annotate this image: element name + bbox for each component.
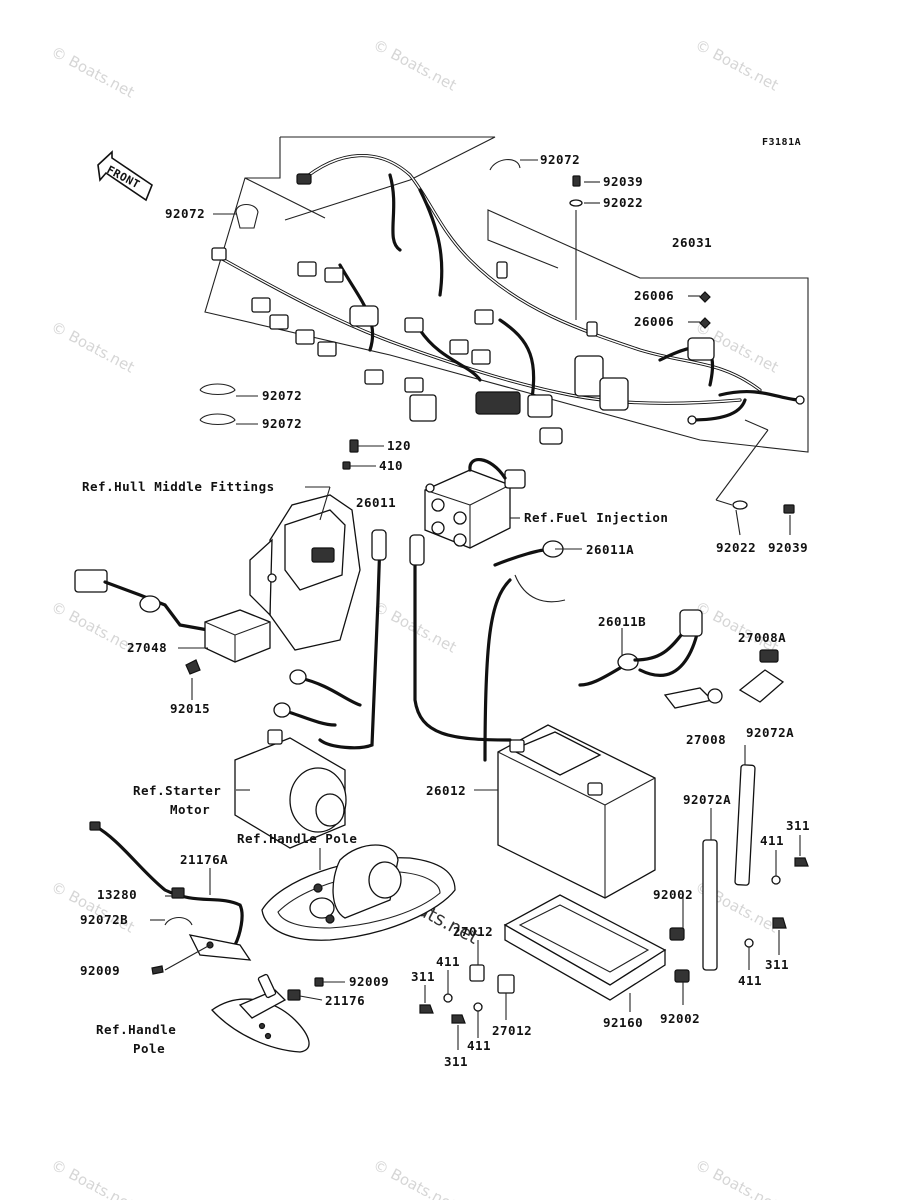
label-92072-mid2: 92072 <box>262 416 302 431</box>
label-13280: 13280 <box>97 887 137 902</box>
battery-straps <box>669 745 809 1005</box>
watermark-8: © Boats.net <box>692 598 781 657</box>
label-411-a: 411 <box>436 954 460 969</box>
watermark-13: © Boats.net <box>692 1156 781 1200</box>
label-26012: 26012 <box>426 783 466 798</box>
label-92022-right: 92022 <box>716 540 756 555</box>
label-92022-top: 92022 <box>603 195 643 210</box>
leader-lines-top <box>213 159 791 536</box>
label-ref-handle-pole-top: Ref.Handle Pole <box>237 831 357 846</box>
label-21176: 21176 <box>325 993 365 1008</box>
watermark-12: © Boats.net <box>370 1156 459 1200</box>
handle-pole-lower <box>211 973 345 1053</box>
label-92015: 92015 <box>170 701 210 716</box>
label-92160: 92160 <box>603 1015 643 1030</box>
hull-middle-fittings <box>249 439 384 651</box>
watermark-6: © Boats.net <box>48 598 137 657</box>
label-27008: 27008 <box>686 732 726 747</box>
label-311-rb: 311 <box>765 957 789 972</box>
label-27048: 27048 <box>127 640 167 655</box>
starter-motor <box>234 669 362 849</box>
label-21176A: 21176A <box>180 852 228 867</box>
label-92072A-mid: 92072A <box>683 792 731 807</box>
label-92002-b: 92002 <box>660 1011 700 1026</box>
label-92002-a: 92002 <box>653 887 693 902</box>
label-311-right: 311 <box>786 818 810 833</box>
label-120: 120 <box>387 438 411 453</box>
label-92039-right: 92039 <box>768 540 808 555</box>
watermark-3: © Boats.net <box>692 36 781 95</box>
watermark-2: © Boats.net <box>370 36 459 95</box>
handle-pole-upper <box>261 844 456 941</box>
label-ref-handle-pole-bot-2: Pole <box>133 1041 165 1056</box>
watermark-4: © Boats.net <box>48 318 137 377</box>
battery-tray-92160 <box>503 894 667 1012</box>
label-ref-starter-2: Motor <box>170 802 210 817</box>
watermark-1: © Boats.net <box>48 43 137 102</box>
fuel-injection-unit <box>424 458 526 549</box>
label-92072A-top: 92072A <box>746 725 794 740</box>
control-box-27048 <box>74 569 271 700</box>
label-311-a: 311 <box>411 969 435 984</box>
harness-21176A <box>89 821 252 975</box>
battery-26012 <box>474 724 656 899</box>
label-26031: 26031 <box>672 235 712 250</box>
label-27012-b: 27012 <box>492 1023 532 1038</box>
label-ref-starter-1: Ref.Starter <box>133 783 221 798</box>
label-411-rb: 411 <box>738 973 762 988</box>
label-92009-right: 92009 <box>349 974 389 989</box>
label-410: 410 <box>379 458 403 473</box>
label-92072-mid1: 92072 <box>262 388 302 403</box>
label-411-b: 411 <box>467 1038 491 1053</box>
label-ref-handle-pole-bot-1: Ref.Handle <box>96 1022 176 1037</box>
main-wiring-harness <box>211 154 805 445</box>
battery-cables <box>318 529 785 762</box>
label-92009-left: 92009 <box>80 963 120 978</box>
label-92072B: 92072B <box>80 912 128 927</box>
label-92039-top: 92039 <box>603 174 643 189</box>
label-26011A: 26011A <box>586 542 634 557</box>
label-ref-fuel-injection: Ref.Fuel Injection <box>524 510 668 525</box>
watermark-11: © Boats.net <box>48 1156 137 1200</box>
label-92072-left: 92072 <box>165 206 205 221</box>
label-27012-a: 27012 <box>453 924 493 939</box>
harness-frame <box>204 136 809 453</box>
label-26006-a: 26006 <box>634 288 674 303</box>
bottom-fasteners <box>419 940 515 1050</box>
label-311-b: 311 <box>444 1054 468 1069</box>
label-27008A: 27008A <box>738 630 786 645</box>
part-labels: 92072 92072 92039 92022 26031 26006 2600… <box>80 152 810 1069</box>
diagram-code: F3181A <box>762 137 801 148</box>
harness-clamps <box>199 159 795 514</box>
label-26006-b: 26006 <box>634 314 674 329</box>
label-26011: 26011 <box>356 495 396 510</box>
label-411-right: 411 <box>760 833 784 848</box>
label-26011B: 26011B <box>598 614 646 629</box>
label-92072-top: 92072 <box>540 152 580 167</box>
label-ref-hull-middle-fittings: Ref.Hull Middle Fittings <box>82 479 275 494</box>
front-arrow: FRONT <box>97 150 153 202</box>
